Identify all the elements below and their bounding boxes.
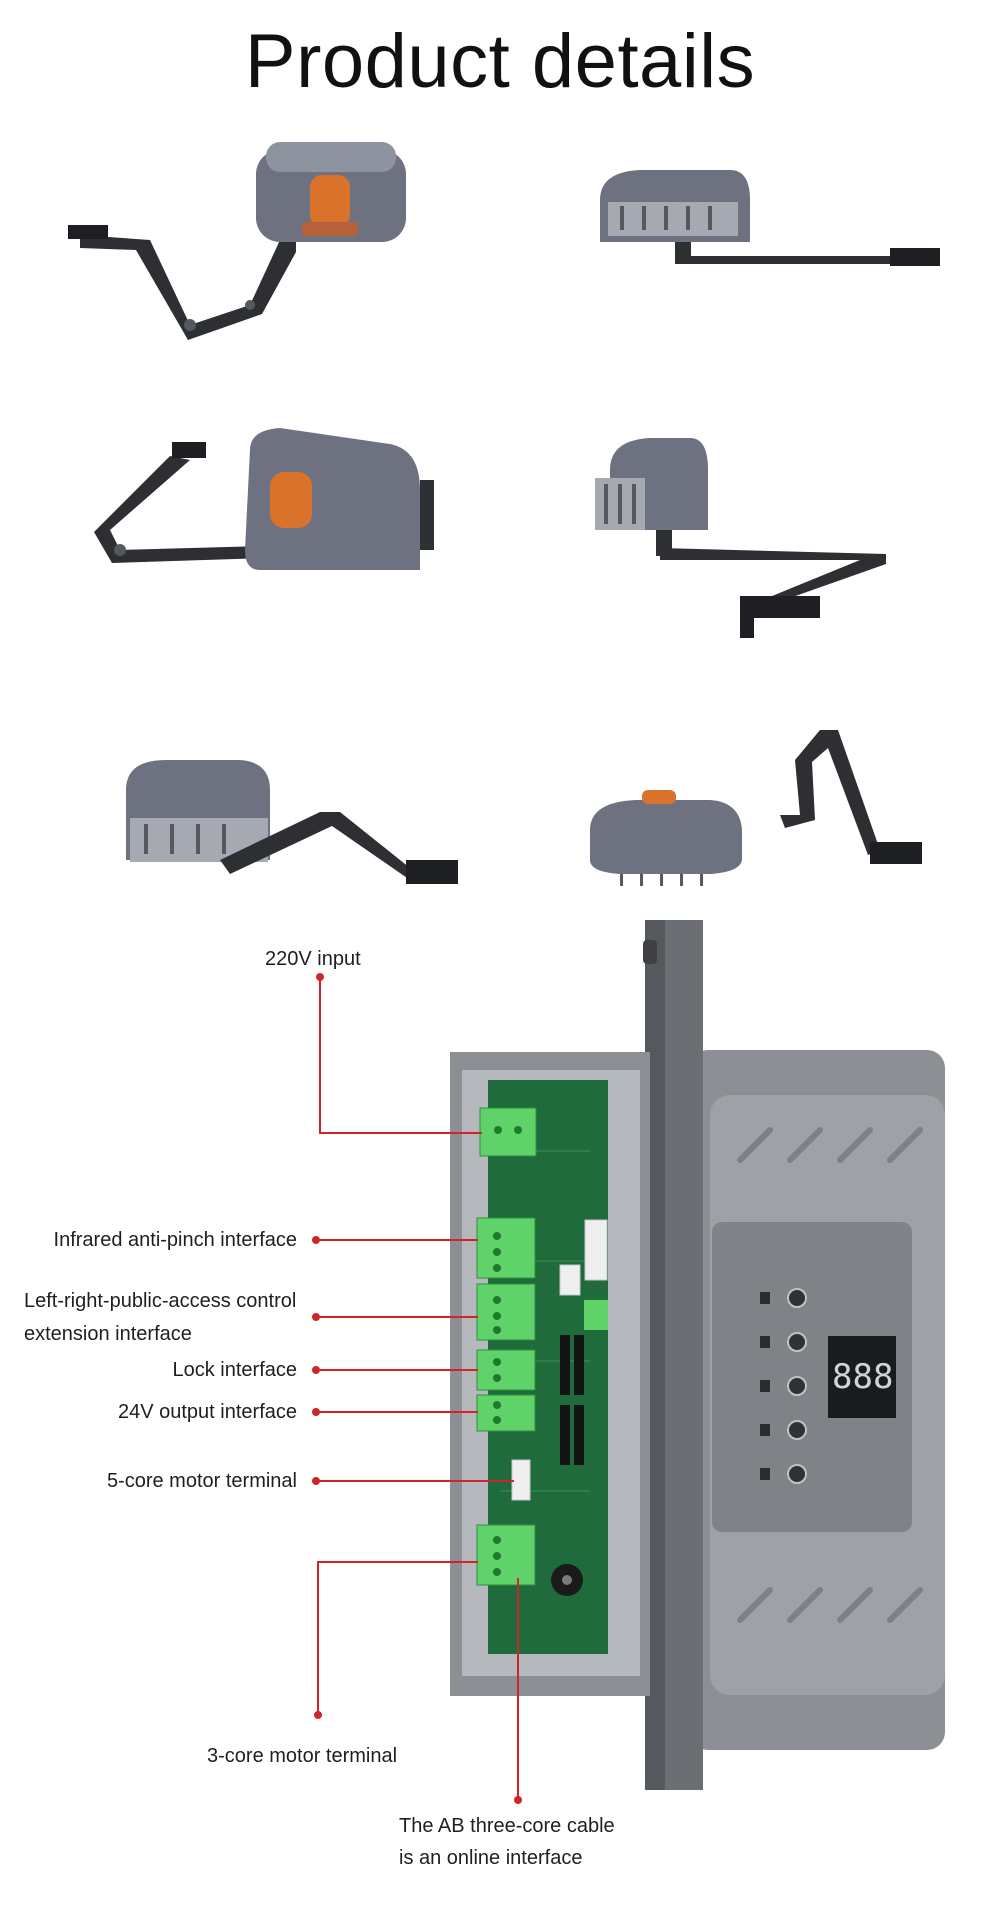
label-ab-cable-2: is an online interface bbox=[399, 1847, 583, 1869]
label-220v-input: 220V input bbox=[265, 948, 361, 970]
label-infrared-interface: Infrared anti-pinch interface bbox=[53, 1229, 297, 1251]
label-access-control-2: extension interface bbox=[24, 1323, 192, 1345]
label-lock-interface: Lock interface bbox=[172, 1359, 297, 1381]
opener-view-6 bbox=[580, 710, 950, 900]
opener-view-5 bbox=[110, 750, 480, 900]
label-3core-motor: 3-core motor terminal bbox=[207, 1745, 398, 1767]
opener-view-1 bbox=[40, 130, 460, 370]
segment-display: 888 bbox=[832, 1357, 894, 1397]
opener-view-2 bbox=[580, 160, 980, 290]
label-access-control-1: Left-right-public-access control bbox=[24, 1290, 297, 1312]
label-24v-output: 24V output interface bbox=[117, 1401, 297, 1423]
label-5core-motor: 5-core motor terminal bbox=[106, 1470, 297, 1492]
opener-view-4 bbox=[590, 430, 910, 650]
page-title: Product details bbox=[244, 19, 756, 104]
label-ab-cable-1: The AB three-core cable bbox=[399, 1815, 615, 1837]
opener-view-3 bbox=[80, 420, 460, 590]
